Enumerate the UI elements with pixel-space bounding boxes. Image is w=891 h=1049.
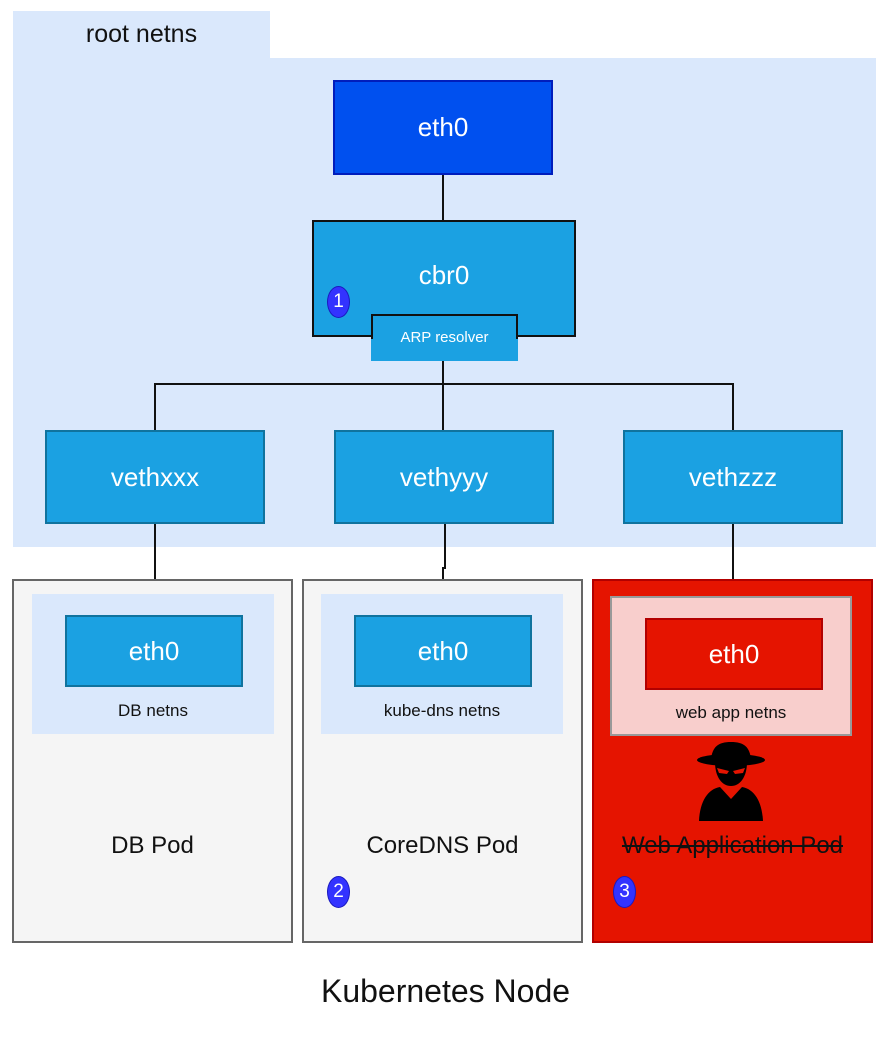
step-1-badge: 1 — [327, 286, 350, 318]
veth-xxx[interactable]: vethxxx — [45, 430, 265, 524]
step-2-badge: 2 — [327, 876, 350, 908]
db-netns: eth0 DB netns — [32, 594, 274, 734]
db-pod[interactable]: eth0 DB netns DB Pod — [12, 579, 293, 943]
veth-zzz[interactable]: vethzzz — [623, 430, 843, 524]
step-3-badge: 3 — [613, 876, 636, 908]
coredns-pod[interactable]: eth0 kube-dns netns CoreDNS Pod 2 — [302, 579, 583, 943]
web-application-pod-label: Web Application Pod — [621, 832, 844, 859]
db-pod-label: DB Pod — [111, 832, 194, 859]
hacker-spy-icon — [697, 742, 765, 821]
db-netns-label: DB netns — [118, 701, 188, 720]
web-app-eth0-interface[interactable]: eth0 — [645, 618, 823, 690]
arp-resolver[interactable]: ARP resolver — [371, 314, 518, 361]
host-eth0-interface[interactable]: eth0 — [333, 80, 553, 175]
host-eth0-label: eth0 — [417, 112, 469, 142]
kube-dns-netns-label: kube-dns netns — [383, 701, 501, 720]
web-app-netns-label: web app netns — [675, 703, 787, 722]
veth-label: vethxxx — [110, 461, 200, 492]
veth-label: vethzzz — [688, 461, 778, 492]
kubernetes-node-label: Kubernetes Node — [320, 972, 571, 1009]
db-eth0-interface[interactable]: eth0 — [65, 615, 243, 687]
veth-yyy[interactable]: vethyyy — [334, 430, 554, 524]
web-application-pod[interactable]: eth0 web app netns Web Application Pod 3 — [592, 579, 873, 943]
cbr0-label: cbr0 — [418, 260, 470, 290]
coredns-eth0-interface[interactable]: eth0 — [354, 615, 532, 687]
coredns-pod-label: CoreDNS Pod — [366, 832, 519, 859]
web-app-netns: eth0 web app netns — [610, 596, 852, 736]
veth-label: vethyyy — [399, 461, 489, 492]
arp-resolver-outline — [371, 314, 518, 339]
root-netns-tab: root netns — [13, 11, 270, 58]
arp-resolver-label: ARP resolver — [400, 329, 489, 346]
root-netns-label: root netns — [85, 20, 198, 48]
kube-dns-netns: eth0 kube-dns netns — [321, 594, 563, 734]
